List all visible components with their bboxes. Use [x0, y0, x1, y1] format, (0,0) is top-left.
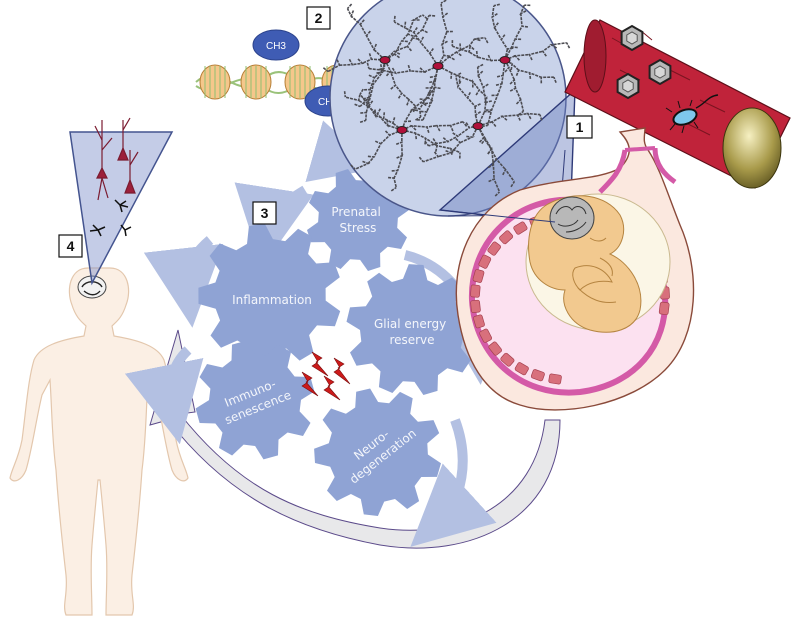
- nucleosome-icon: [284, 64, 316, 100]
- label-box-1: 1: [566, 115, 593, 139]
- gear-glial-label-1: Glial energy: [374, 317, 446, 331]
- gear-inflammation-label: Inflammation: [232, 293, 312, 307]
- svg-text:Prenatal Stress: Prenatal Stress: [331, 205, 384, 235]
- label-box-3: 3: [252, 201, 277, 225]
- microglia-cell-icon: [451, 3, 571, 128]
- bacterium-icon: [665, 94, 719, 134]
- cycle-arrow: [143, 236, 224, 328]
- nucleosome-icon: [240, 64, 272, 100]
- gear-inflammation: [198, 223, 341, 367]
- label-box-2-text: 2: [315, 10, 323, 26]
- gear-glial-label-2: reserve: [389, 333, 434, 347]
- svg-text:Inflammation: Inflammation: [232, 293, 312, 307]
- methyl-label-bottom: CH3: [318, 97, 338, 108]
- gear-immuno: [195, 340, 315, 460]
- fetal-brain-icon: [549, 196, 595, 240]
- gear-prenatal-label-2: Stress: [340, 221, 377, 235]
- methyl-label-top: CH3: [266, 41, 286, 52]
- blood-vessel: [564, 19, 791, 189]
- label-box-3-text: 3: [261, 205, 269, 221]
- label-box-4-text: 4: [67, 238, 75, 254]
- gear-neuro: [314, 388, 441, 516]
- human-figure: [9, 267, 189, 616]
- methyl-group-icon: CH3: [252, 29, 300, 61]
- label-box-4: 4: [58, 234, 83, 258]
- label-box-2: 2: [306, 6, 331, 30]
- cortisol-molecule-icon: [616, 24, 672, 100]
- gear-prenatal-label-1: Prenatal: [331, 205, 380, 219]
- lightning-icons: [301, 351, 351, 401]
- microglia-cell-icon: [322, 3, 436, 124]
- label-box-1-text: 1: [576, 119, 584, 135]
- cycle-arrow: [305, 120, 376, 183]
- microglia-cell-icon: [343, 86, 468, 192]
- microglia-icon: [89, 199, 132, 237]
- neuron-icon: [94, 117, 139, 201]
- cycle-arrow: [234, 182, 314, 268]
- cycle-arrow: [410, 418, 497, 547]
- vessel-opening: [722, 107, 782, 189]
- gear-glial: [346, 264, 478, 395]
- cycle-arrow: [124, 346, 204, 445]
- microglia-cell-icon: [366, 0, 489, 121]
- fetus-icon: [528, 195, 642, 333]
- neuron-zoom-triangle: [69, 117, 174, 286]
- svg-text:Glial energy reserve: Glial energy reserve: [374, 317, 450, 347]
- nucleosome-icon: [199, 64, 231, 100]
- uterus: [439, 127, 695, 411]
